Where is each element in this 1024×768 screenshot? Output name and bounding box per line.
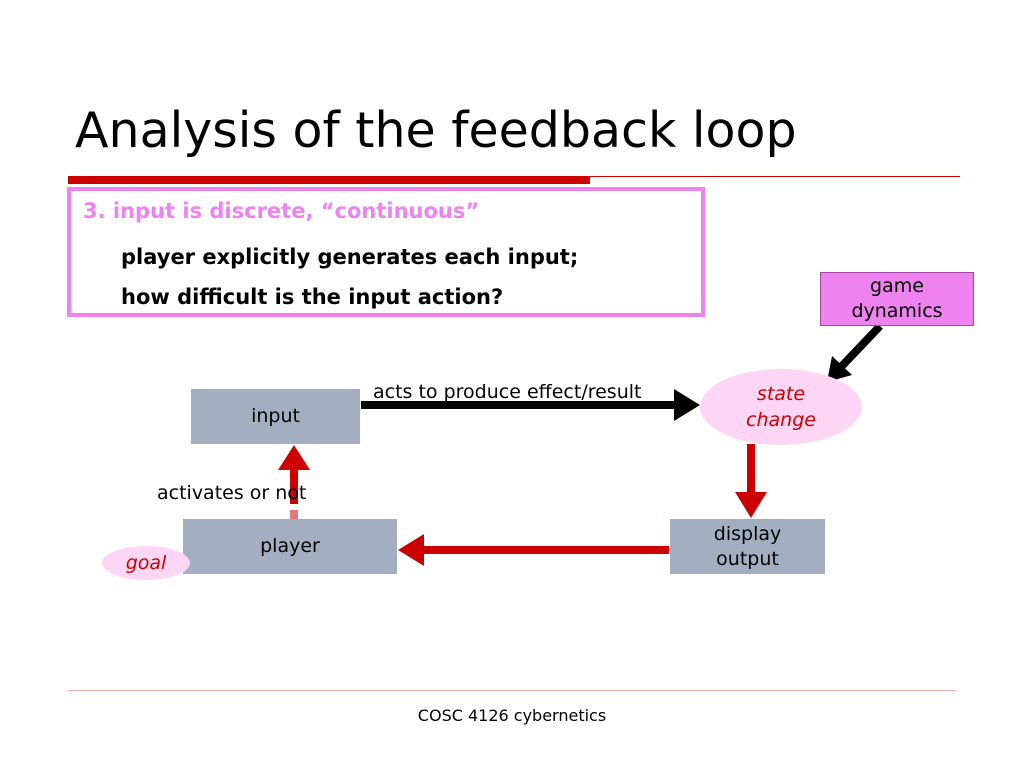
arrow-game-to-state-head [827, 356, 852, 382]
callout-line: how difficult is the input action? [121, 285, 504, 309]
player-label: player [260, 535, 320, 557]
arrow-player-to-input-head [278, 445, 310, 470]
edge-label-activates: activates or not [157, 482, 307, 504]
state-change-label-line1: state [756, 383, 806, 405]
slide-title: Analysis of the feedback loop [75, 102, 797, 159]
input-label: input [251, 405, 300, 427]
footer-rule [68, 690, 956, 691]
callout-heading: 3. input is discrete, “continuous” [83, 199, 480, 223]
callout-line: player explicitly generates each input; [121, 245, 579, 269]
player-box: player [183, 519, 397, 574]
title-rule-thick [68, 176, 590, 184]
game-dynamics-box: game dynamics [820, 272, 974, 326]
display-output-label-line2: output [716, 547, 779, 570]
state-change-label-line2: change [746, 409, 816, 431]
game-dynamics-label-line2: dynamics [851, 300, 943, 322]
state-change-ellipse: state change [700, 369, 862, 445]
slide-footer: COSC 4126 cybernetics [417, 706, 607, 725]
goal-label: goal [125, 552, 167, 574]
display-output-box: display output [670, 519, 825, 574]
callout-box: 3. input is discrete, “continuous” playe… [67, 187, 705, 317]
goal-ellipse: goal [102, 546, 190, 580]
title-rule-thin [590, 176, 960, 177]
arrow-state-to-display-head [735, 492, 767, 518]
game-dynamics-label-line1: game [870, 275, 924, 297]
edge-label-acts: acts to produce effect/result [373, 381, 642, 403]
display-output-label-line1: display [713, 522, 782, 545]
arrow-display-to-player-head [398, 534, 424, 566]
arrow-game-to-state [837, 323, 883, 371]
input-box: input [191, 389, 360, 444]
arrow-input-to-state-head [674, 389, 700, 421]
